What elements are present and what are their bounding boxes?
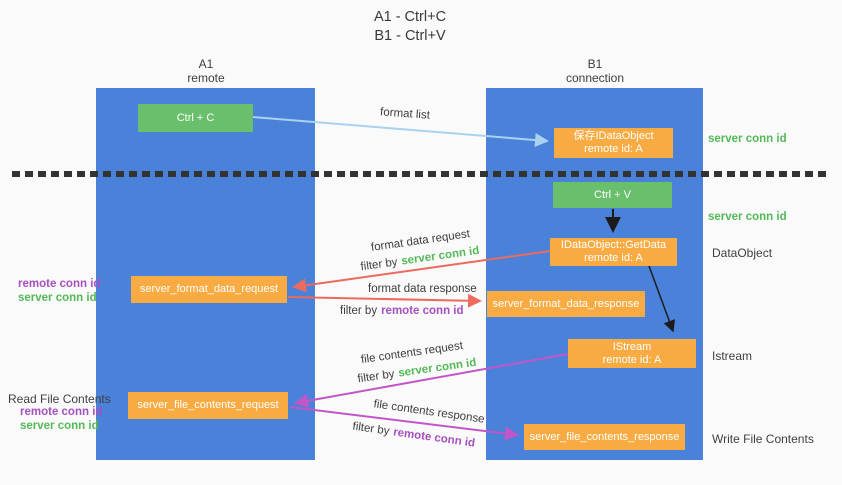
istream-line2: remote id: A [602,353,662,366]
arrow-getdata-to-istream [648,265,675,333]
istream-box: IStream remote id: A [568,339,696,368]
server-format-data-response-box: server_format_data_response [487,291,645,317]
arrow-format-data-request [292,250,551,293]
annotation-server-conn-id-top: server conn id [708,133,787,145]
save-dataobject-line1: 保存IDataObject [573,130,654,142]
title-line-b1: B1 - Ctrl+V [374,28,446,44]
lifeline-a1-role: remote [187,71,225,85]
server-file-contents-response-label: server_file_contents_response [529,430,680,443]
server-format-data-request-box: server_format_data_request [131,276,287,303]
save-dataobject-line2: remote id: A [584,143,643,155]
annotation-dataobject: DataObject [712,246,773,260]
arrow-file-contents-request [294,353,569,408]
istream-line1: IStream [612,340,652,353]
arrow-format-data-response [287,293,482,308]
getdata-box: IDataObject::GetData remote id: A [550,238,677,266]
label-format-data-response: format data response [368,283,477,295]
ctrl-c-box: Ctrl + C [138,104,253,132]
save-dataobject-box: 保存IDataObject remote id: A [554,128,673,158]
server-format-data-request-label: server_format_data_request [139,283,279,295]
remote-conn-id-text: remote conn id [381,305,464,317]
server-format-data-response-label: server_format_data_response [492,297,640,310]
arrow-file-contents-response [289,406,519,441]
lifeline-header-a1: A1 remote [146,57,266,85]
annotation-remote-conn-id-file: remote conn id [20,406,103,418]
server-file-contents-response-box: server_file_contents_response [524,424,685,450]
filter-by-text: filter by [340,305,378,317]
annotation-read-file-contents: Read File Contents [8,392,111,406]
lifeline-b1-name: B1 [587,57,603,71]
annotation-write-file-contents: Write File Contents [712,432,814,446]
ctrl-v-box: Ctrl + V [553,182,672,208]
arrow-format-list [252,116,549,148]
annotation-server-conn-id-file: server conn id [20,420,99,432]
ctrl-c-label: Ctrl + C [176,111,215,124]
lifeline-header-b1: B1 connection [535,57,655,85]
diagram-title: A1 - Ctrl+C B1 - Ctrl+V [300,8,520,46]
lifeline-b1-role: connection [565,71,625,85]
ctrl-v-label: Ctrl + V [594,188,631,201]
server-file-contents-request-box: server_file_contents_request [128,392,288,419]
dotted-divider-line [12,171,827,177]
annotation-server-conn-id-mid: server conn id [708,211,787,223]
getdata-line2: remote id: A [584,252,643,264]
server-file-contents-request-label: server_file_contents_request [137,399,279,411]
title-line-a1: A1 - Ctrl+C [373,9,447,25]
annotation-istream: Istream [712,349,753,363]
lifeline-a1-name: A1 [198,57,214,71]
annotation-server-conn-id-format: server conn id [18,292,97,304]
annotation-remote-conn-id-format: remote conn id [18,278,101,290]
getdata-line1: IDataObject::GetData [560,239,667,251]
